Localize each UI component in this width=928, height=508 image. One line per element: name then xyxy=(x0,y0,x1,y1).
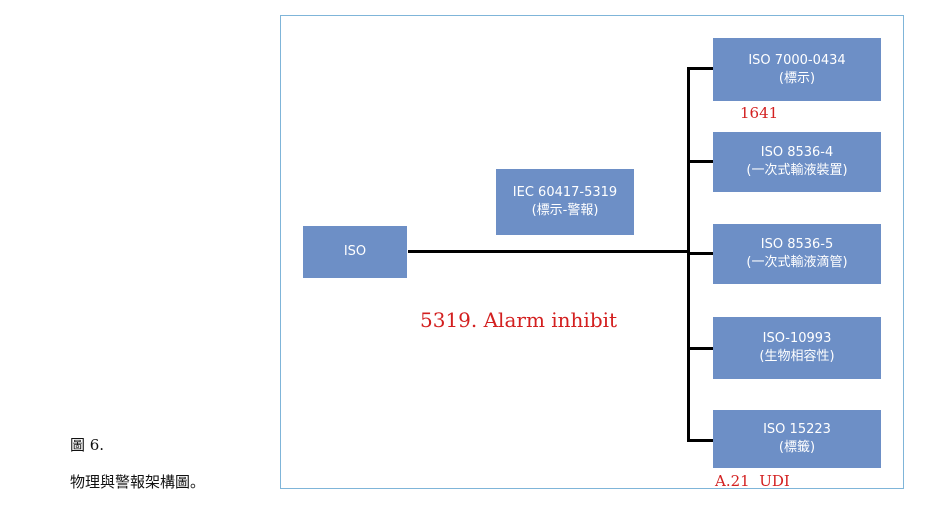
child-node-3: ISO 8536-5 (一次式輸液滴管) xyxy=(713,224,881,284)
child-node-4-line2: (生物相容性) xyxy=(759,349,835,364)
branch-line-5 xyxy=(687,439,713,442)
branch-line-4 xyxy=(687,347,713,350)
child-node-4: ISO-10993 (生物相容性) xyxy=(713,317,881,379)
child-node-1-line2: (標示) xyxy=(778,70,816,86)
diagram-frame xyxy=(280,15,904,489)
child-node-1-line1: ISO 7000-0434 xyxy=(748,52,846,68)
root-connector-line xyxy=(408,250,690,253)
child-node-3-line1: ISO 8536-5 xyxy=(760,237,834,252)
child-node-5-line2: (標籤) xyxy=(778,440,816,455)
child-node-2-line1: ISO 8536-4 xyxy=(760,145,834,160)
child-node-3-line2: (一次式輸液滴管) xyxy=(746,255,848,270)
child-node-2-line2: (一次式輸液裝置) xyxy=(746,163,848,178)
side-node-iec: IEC 60417-5319 (標示-警報) xyxy=(496,169,634,235)
vertical-trunk-line xyxy=(687,68,690,442)
side-node-line1: IEC 60417-5319 xyxy=(512,185,618,200)
side-node-line2: (標示-警報) xyxy=(531,203,599,218)
branch-line-2 xyxy=(687,160,713,163)
branch-line-3 xyxy=(687,252,713,255)
annotation-1641: 1641 xyxy=(740,104,779,122)
child-node-5-line1: ISO 15223 xyxy=(763,422,831,437)
child-node-4-line1: ISO-10993 xyxy=(762,331,832,346)
annotation-udi: A.21 UDI xyxy=(715,472,790,490)
figure-title: 物理與警報架構圖。 xyxy=(70,473,206,491)
figure-number: 圖 6. xyxy=(70,436,105,454)
root-node-iso: ISO xyxy=(303,226,407,278)
child-node-5: ISO 15223 (標籤) xyxy=(713,410,881,468)
child-node-2: ISO 8536-4 (一次式輸液裝置) xyxy=(713,132,881,192)
annotation-alarm-inhibit: 5319. Alarm inhibit xyxy=(420,308,618,332)
branch-line-1 xyxy=(687,67,713,70)
child-node-1: ISO 7000-0434 (標示) xyxy=(713,38,881,101)
root-node-label: ISO xyxy=(343,244,367,259)
